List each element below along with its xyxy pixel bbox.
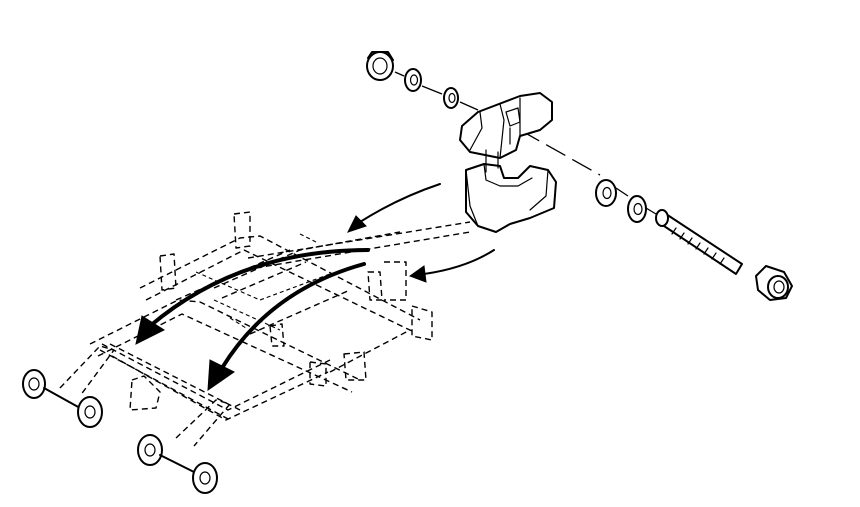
- bottom-washer-1: [595, 179, 617, 207]
- left-wheel-pair: [22, 369, 103, 428]
- top-washer-2: [443, 87, 459, 109]
- bolt: [655, 209, 743, 275]
- assembly-axis: [394, 71, 657, 215]
- bottom-nut: [755, 265, 793, 301]
- top-washer-1: [404, 68, 422, 92]
- arrow-to-left-frame: [135, 248, 370, 345]
- arrow-to-right-frame: [408, 249, 495, 283]
- machine-frame: [59, 211, 471, 447]
- bottom-washer-2: [627, 195, 647, 223]
- right-wheel-pair: [137, 434, 218, 494]
- counterweight: [459, 92, 557, 233]
- arrow-to-center-frame: [207, 262, 366, 392]
- arrow-to-upper-frame: [347, 183, 441, 233]
- top-nut: [366, 51, 394, 81]
